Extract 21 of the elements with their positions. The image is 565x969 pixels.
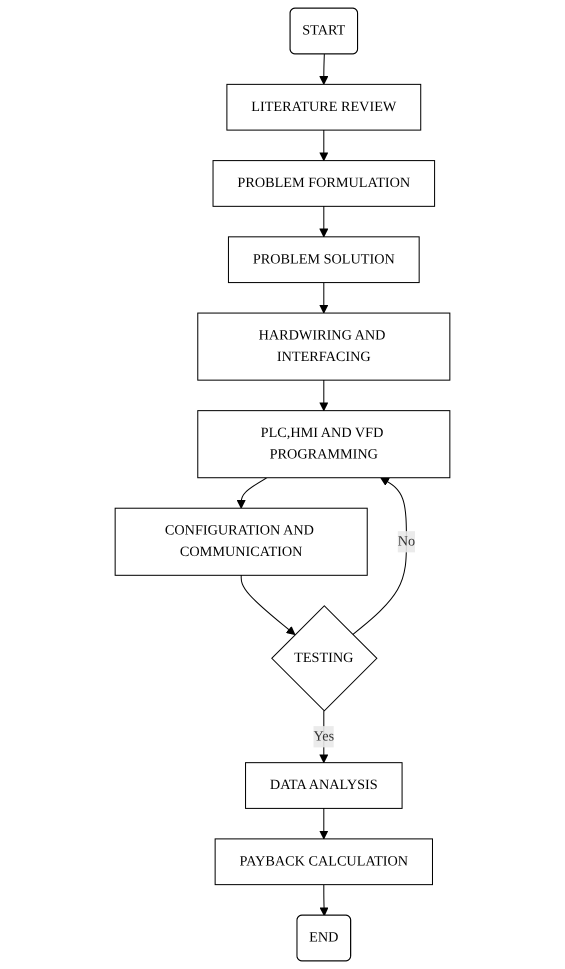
edge-label: Yes (313, 729, 334, 744)
node-box: PLC,HMI AND VFD PROGRAMMING (197, 410, 450, 478)
node-diamond: TESTING (271, 605, 378, 712)
arrow (352, 477, 407, 636)
arrow (319, 54, 328, 85)
arrow (319, 808, 328, 840)
arrow (319, 380, 328, 412)
node-box: CONFIGURATION AND COMMUNICATION (114, 508, 368, 576)
arrow (319, 282, 328, 314)
arrow (240, 575, 296, 636)
node-box: PAYBACK CALCULATION (214, 838, 433, 886)
node-box: LITERATURE REVIEW (226, 84, 422, 131)
arrow (319, 130, 328, 161)
arrow (236, 477, 268, 509)
node-box: PROBLEM FORMULATION (212, 160, 436, 207)
edge-label: No (398, 534, 416, 550)
node-box: DATA ANALYSIS (245, 762, 403, 809)
node-box: PROBLEM SOLUTION (228, 236, 420, 284)
arrow (319, 206, 328, 238)
arrow (320, 884, 329, 916)
node-box: HARDWIRING AND INTERFACING (197, 312, 450, 381)
